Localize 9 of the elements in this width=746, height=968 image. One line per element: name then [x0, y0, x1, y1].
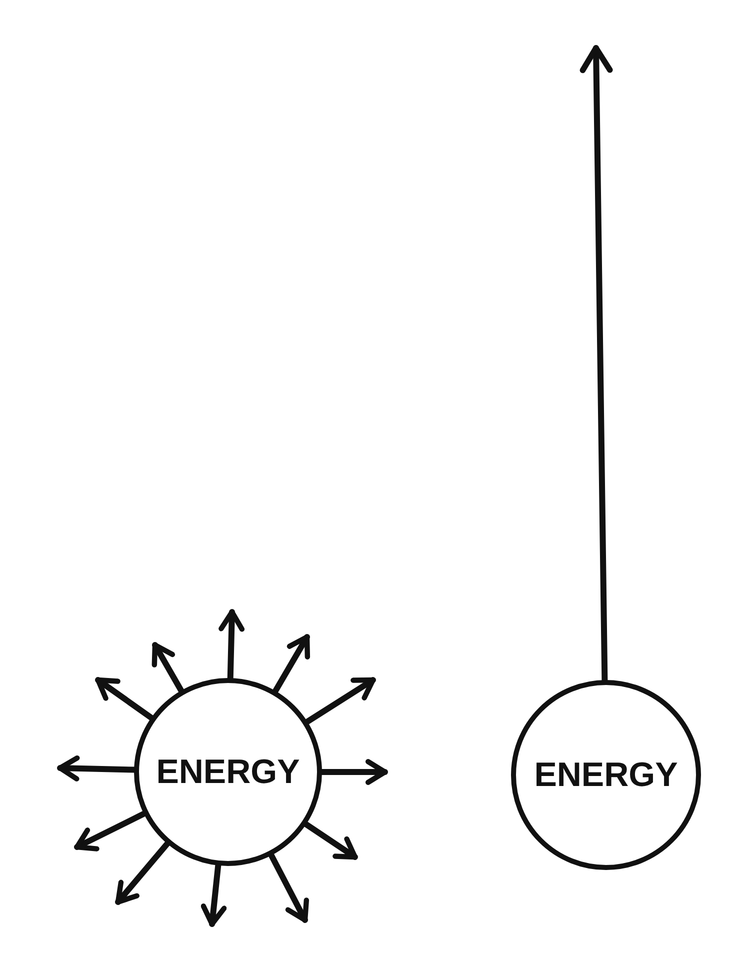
node-label: ENERGY [534, 758, 678, 792]
node-label: ENERGY [156, 755, 300, 789]
arrow [304, 677, 376, 726]
arrow [95, 677, 156, 722]
arrow [272, 634, 310, 695]
arrow [302, 820, 358, 860]
arrow [268, 852, 310, 923]
arrow [152, 642, 185, 694]
arrow [115, 840, 171, 905]
